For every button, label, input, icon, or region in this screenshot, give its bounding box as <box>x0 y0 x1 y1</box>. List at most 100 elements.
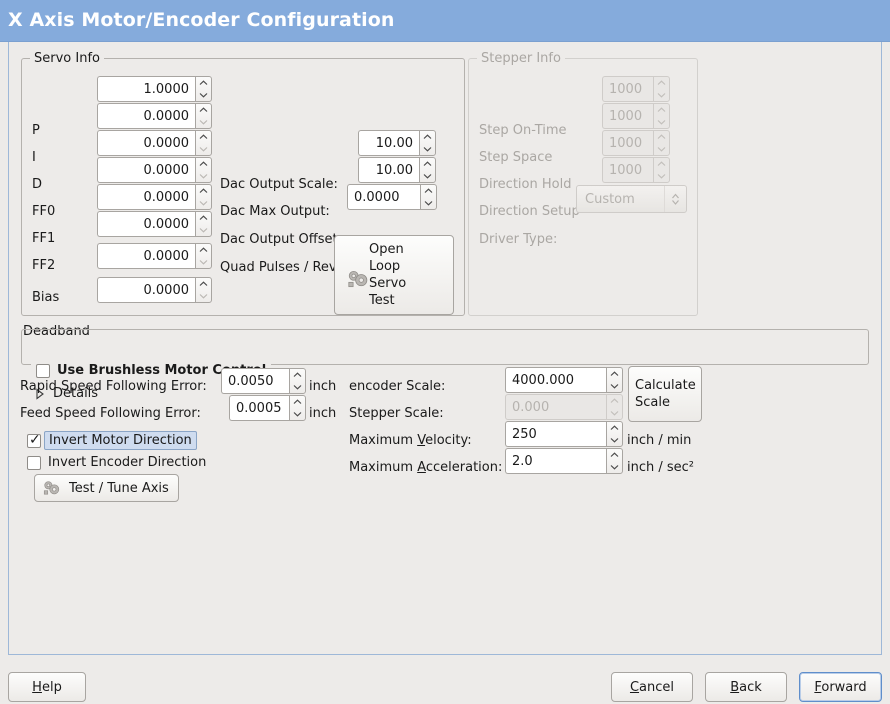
spin-down-icon[interactable] <box>196 143 211 155</box>
spin-down-icon[interactable] <box>290 408 305 420</box>
servo-input-deadband[interactable]: 0.0000 <box>97 277 212 303</box>
spin-up-icon[interactable] <box>196 77 211 89</box>
forward-label: Forward <box>814 680 866 695</box>
servo-input-ff0-value[interactable]: 0.0000 <box>97 157 195 183</box>
servo-input-ff1[interactable]: 0.0000 <box>97 184 212 210</box>
servo-input-ff1-stepper[interactable] <box>195 184 212 210</box>
dac-output-scale-value[interactable]: 10.00 <box>358 130 419 156</box>
use-brushless-motor-control-label: Use Brushless Motor Control <box>57 363 267 378</box>
spin-down-icon[interactable] <box>196 290 211 302</box>
dac-output-offset-value[interactable]: 0.0000 <box>347 184 420 210</box>
forward-button[interactable]: Forward <box>799 672 882 702</box>
spin-up-icon[interactable] <box>196 278 211 290</box>
spin-up-icon[interactable] <box>196 131 211 143</box>
spin-down-icon[interactable] <box>196 116 211 128</box>
dac-output-scale-stepper[interactable] <box>419 130 436 156</box>
spin-down-icon[interactable] <box>196 89 211 101</box>
spin-up-icon[interactable] <box>290 369 305 381</box>
spin-up-icon[interactable] <box>196 244 211 256</box>
spin-down-icon[interactable] <box>420 170 435 182</box>
spin-down-icon[interactable] <box>607 461 622 473</box>
spin-down-icon[interactable] <box>196 256 211 268</box>
servo-input-ff1-value[interactable]: 0.0000 <box>97 184 195 210</box>
invert-encoder-direction-checkbox[interactable]: Invert Encoder Direction <box>27 455 206 470</box>
spin-up-icon[interactable] <box>607 422 622 434</box>
help-button[interactable]: Help <box>8 672 86 702</box>
servo-input-ff0[interactable]: 0.0000 <box>97 157 212 183</box>
spin-up-icon[interactable] <box>420 158 435 170</box>
servo-input-p-value[interactable]: 1.0000 <box>97 76 195 102</box>
open-loop-servo-test-button[interactable]: Open Loop Servo Test <box>334 235 454 315</box>
servo-input-deadband-stepper[interactable] <box>195 277 212 303</box>
maximum-acceleration-value[interactable]: 2.0 <box>505 448 606 474</box>
servo-input-i[interactable]: 0.0000 <box>97 103 212 129</box>
maximum-velocity-stepper[interactable] <box>606 421 623 447</box>
spin-up-icon[interactable] <box>196 158 211 170</box>
servo-input-ff2[interactable]: 0.0000 <box>97 211 212 237</box>
spin-up-icon[interactable] <box>196 212 211 224</box>
dac-output-offset-input[interactable]: 0.0000 <box>347 184 437 210</box>
details-expander[interactable]: Details <box>35 386 98 401</box>
encoder-scale-value[interactable]: 4000.000 <box>505 367 606 393</box>
test-tune-axis-button[interactable]: Test / Tune Axis <box>34 474 179 502</box>
spin-down-icon[interactable] <box>420 143 435 155</box>
spin-down-icon <box>654 116 669 128</box>
checkbox-box[interactable] <box>27 455 41 470</box>
encoder-scale-input[interactable]: 4000.000 <box>505 367 623 393</box>
feed-following-error-stepper[interactable] <box>289 395 306 421</box>
spin-down-icon[interactable] <box>290 381 305 393</box>
checkbox-box[interactable]: ✓ <box>27 433 41 448</box>
spin-up-icon[interactable] <box>607 368 622 380</box>
servo-input-d-stepper[interactable] <box>195 130 212 156</box>
maximum-velocity-value[interactable]: 250 <box>505 421 606 447</box>
rapid-following-error-value[interactable]: 0.0050 <box>221 368 289 394</box>
dac-max-output-value[interactable]: 10.00 <box>358 157 419 183</box>
servo-input-bias-stepper[interactable] <box>195 243 212 269</box>
spin-up-icon[interactable] <box>196 104 211 116</box>
servo-input-p-stepper[interactable] <box>195 76 212 102</box>
feed-following-error-value[interactable]: 0.0005 <box>229 395 289 421</box>
servo-input-i-stepper[interactable] <box>195 103 212 129</box>
servo-input-d-value[interactable]: 0.0000 <box>97 130 195 156</box>
spin-up-icon[interactable] <box>607 449 622 461</box>
dac-max-output-input[interactable]: 10.00 <box>358 157 436 183</box>
rapid-following-error-input[interactable]: 0.0050 <box>221 368 306 394</box>
back-button[interactable]: Back <box>705 672 787 702</box>
spin-up-icon[interactable] <box>420 131 435 143</box>
maximum-acceleration-input[interactable]: 2.0 <box>505 448 623 474</box>
rapid-following-error-stepper[interactable] <box>289 368 306 394</box>
spin-down-icon[interactable] <box>196 170 211 182</box>
invert-motor-direction-checkbox[interactable]: ✓ Invert Motor Direction <box>27 431 197 450</box>
spin-up-icon <box>654 158 669 170</box>
spin-down-icon[interactable] <box>196 224 211 236</box>
servo-input-deadband-value[interactable]: 0.0000 <box>97 277 195 303</box>
servo-input-bias[interactable]: 0.0000 <box>97 243 212 269</box>
calculate-scale-button[interactable]: Calculate Scale <box>628 366 702 422</box>
servo-input-i-value[interactable]: 0.0000 <box>97 103 195 129</box>
cancel-button[interactable]: Cancel <box>611 672 693 702</box>
servo-input-p[interactable]: 1.0000 <box>97 76 212 102</box>
servo-input-bias-value[interactable]: 0.0000 <box>97 243 195 269</box>
servo-input-d[interactable]: 0.0000 <box>97 130 212 156</box>
spin-down-icon[interactable] <box>607 380 622 392</box>
maximum-velocity-input[interactable]: 250 <box>505 421 623 447</box>
maximum-acceleration-stepper[interactable] <box>606 448 623 474</box>
gears-icon <box>348 271 368 288</box>
chevron-right-icon[interactable] <box>35 387 45 400</box>
servo-input-ff2-value[interactable]: 0.0000 <box>97 211 195 237</box>
feed-following-error-input[interactable]: 0.0005 <box>229 395 306 421</box>
spin-down-icon[interactable] <box>607 434 622 446</box>
dac-output-offset-stepper[interactable] <box>420 184 437 210</box>
servo-input-ff2-stepper[interactable] <box>195 211 212 237</box>
use-brushless-motor-control-checkbox[interactable]: Use Brushless Motor Control <box>31 363 272 378</box>
spin-up-icon[interactable] <box>290 396 305 408</box>
checkbox-box[interactable] <box>36 363 50 378</box>
dac-output-scale-input[interactable]: 10.00 <box>358 130 436 156</box>
spin-down-icon[interactable] <box>196 197 211 209</box>
encoder-scale-stepper[interactable] <box>606 367 623 393</box>
dac-max-output-stepper[interactable] <box>419 157 436 183</box>
spin-down-icon[interactable] <box>421 197 436 209</box>
servo-input-ff0-stepper[interactable] <box>195 157 212 183</box>
spin-up-icon[interactable] <box>421 185 436 197</box>
spin-up-icon[interactable] <box>196 185 211 197</box>
